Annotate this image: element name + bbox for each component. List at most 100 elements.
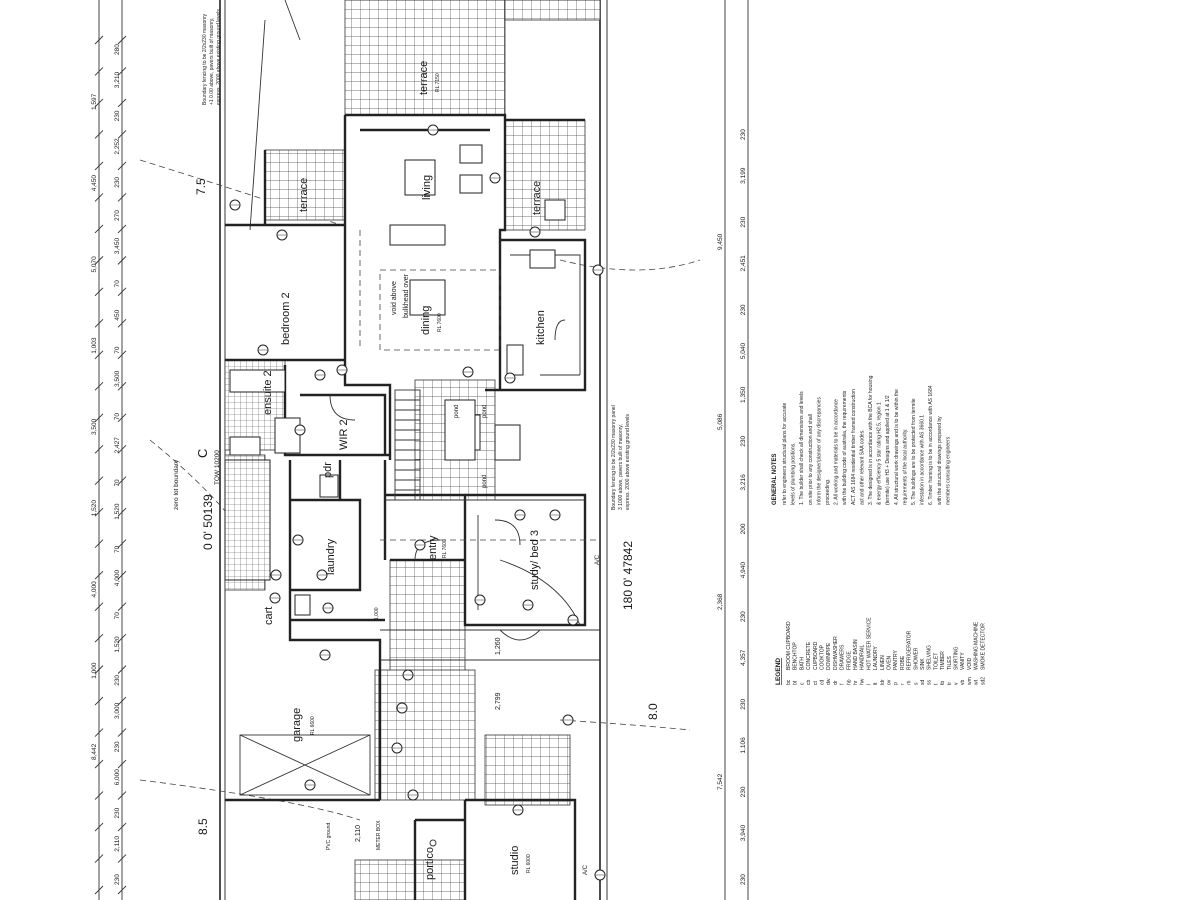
legend-item: DISHWASHER xyxy=(833,636,839,670)
room-labels: terrace RL 7150 living terrace void abov… xyxy=(262,61,601,880)
legend-code: wm xyxy=(967,677,973,685)
dim-tick xyxy=(117,381,127,391)
dim-right-label: 230 xyxy=(740,786,747,797)
dim-tick xyxy=(94,728,104,737)
note-line: on site prior to any construction and sh… xyxy=(808,414,814,505)
dim-left-label: 1,520 xyxy=(114,636,121,653)
dim-right-label: 230 xyxy=(740,216,747,227)
c-mark: C xyxy=(195,449,210,458)
legend-code: ov xyxy=(887,679,893,685)
room-label-pond-1: pond xyxy=(454,405,460,418)
dim-left-label: 230 xyxy=(114,807,121,818)
note-line: infestation in accordance with AS 3660.1 xyxy=(920,415,926,505)
legend-code: hb xyxy=(846,679,852,685)
legend-code: tb xyxy=(940,681,946,685)
dim-right-label: 3,940 xyxy=(740,825,747,842)
room-label-entry: entry xyxy=(427,535,439,560)
dim-right-label: 230 xyxy=(740,698,747,709)
dim-left-label: 2,427 xyxy=(114,437,121,454)
legend-code: wt xyxy=(974,679,980,685)
legend-item: SMOKE DETECTOR xyxy=(980,623,986,670)
dim-tick xyxy=(94,381,104,391)
dim-right-label: 200 xyxy=(740,523,747,534)
room-label-portico: portico xyxy=(424,847,436,880)
legend-item: WASHING MACHINE xyxy=(974,621,980,670)
general-notes-block: GENERAL NOTES refer to engineers structu… xyxy=(772,375,951,505)
legend-item: TOILET xyxy=(933,653,939,670)
dim-2110: 2,110 xyxy=(355,825,362,842)
dim-left-label: 70 xyxy=(114,479,121,487)
dim-tick xyxy=(117,35,127,45)
dim-tick xyxy=(117,161,127,171)
dim-left-label: 230 xyxy=(114,110,121,121)
notes-title: GENERAL NOTES xyxy=(772,453,778,505)
dining-table-top xyxy=(404,159,436,196)
note-line: 2. All working and materials to be in ac… xyxy=(834,399,840,505)
dim-tick xyxy=(117,602,127,611)
legend-code: cb xyxy=(806,680,812,686)
dim-left-outer-label: 8,442 xyxy=(91,743,98,760)
legend-code: dw xyxy=(826,678,832,685)
legend-code: c xyxy=(799,682,805,685)
room-label-garage: garage xyxy=(291,708,303,742)
boundary-note-bot-3: express. 2000 above existing ground leve… xyxy=(625,414,631,510)
dim-left-outer-label: 4,450 xyxy=(91,175,98,192)
dim-left-label: 70 xyxy=(114,413,121,421)
dim-left-label: 70 xyxy=(114,280,121,288)
legend-code: r xyxy=(900,683,906,685)
dim-tick xyxy=(117,665,127,674)
dim-tick xyxy=(117,854,127,863)
room-label-living: living xyxy=(421,175,433,200)
dim-tick xyxy=(94,67,104,76)
meter-box: METER BOX xyxy=(376,820,382,850)
room-label-ensuite: ensuite 2 xyxy=(262,370,274,415)
legend-item: BROOM CUPBOARD xyxy=(786,621,792,670)
legend-code: bc xyxy=(786,679,792,685)
setback-8-0: 8.0 xyxy=(646,703,660,720)
legend-item: REFRIGERATOR xyxy=(907,630,913,670)
legend-item: HOT WATER SERVICE xyxy=(866,617,872,670)
room-label-studio: studio xyxy=(509,846,521,875)
zero-lot-boundary: zero lot boundary xyxy=(173,459,180,510)
legend-item: PANTRY xyxy=(893,650,899,670)
room-label-ac-1: A/C xyxy=(595,554,601,565)
note-line: with the building code of australia, the… xyxy=(842,390,848,505)
legend-item: SINK xyxy=(920,658,926,670)
legend-code: l xyxy=(866,684,872,685)
dim-left-label: 230 xyxy=(114,177,121,188)
room-label-dining-rl: RL 7600 xyxy=(437,313,443,332)
legend-code: vb xyxy=(960,680,966,686)
dim-tick xyxy=(117,67,127,76)
legend-code: tr xyxy=(947,682,953,685)
dim-left-label: 230 xyxy=(114,741,121,752)
legend-code: hw xyxy=(860,678,866,685)
note-line: requirements of the local authority. xyxy=(902,429,908,505)
dim-tick xyxy=(117,350,127,360)
dim-left-label: 70 xyxy=(114,346,121,354)
room-label-terrace-left: terrace xyxy=(298,178,310,212)
room-label-kitchen: kitchen xyxy=(535,310,547,345)
dim-tick xyxy=(117,822,127,832)
dim-tick xyxy=(94,759,104,769)
legend-code: s xyxy=(913,682,919,685)
note-line: inform the designer/planner of any discr… xyxy=(816,397,822,505)
dim-tick xyxy=(117,885,127,895)
dim-left-label: 230 xyxy=(114,675,121,686)
room-label-pdr: pdr xyxy=(322,462,334,478)
dim-left-outer-label: 1,520 xyxy=(91,500,98,517)
room-label-pond-2: pond xyxy=(482,405,488,418)
dim-left-label: 70 xyxy=(114,545,121,553)
dim-right-label: 230 xyxy=(740,611,747,622)
bearing-top: 0 0' 50139 xyxy=(201,494,215,550)
legend-code: f xyxy=(840,683,846,685)
site-boundaries xyxy=(139,0,701,900)
dim-tick xyxy=(117,791,127,800)
dim-tick xyxy=(117,759,127,769)
dim-tick xyxy=(94,854,104,863)
legend-item: CUPBOARD xyxy=(813,641,819,670)
dim-right-label: 4,940 xyxy=(740,562,747,579)
left-dimension-labels: 2803,2102302,2522302703,45070450703,5007… xyxy=(114,44,121,885)
dim-tick xyxy=(94,633,104,643)
note-line: with the structural drawings prepared by xyxy=(937,416,943,505)
